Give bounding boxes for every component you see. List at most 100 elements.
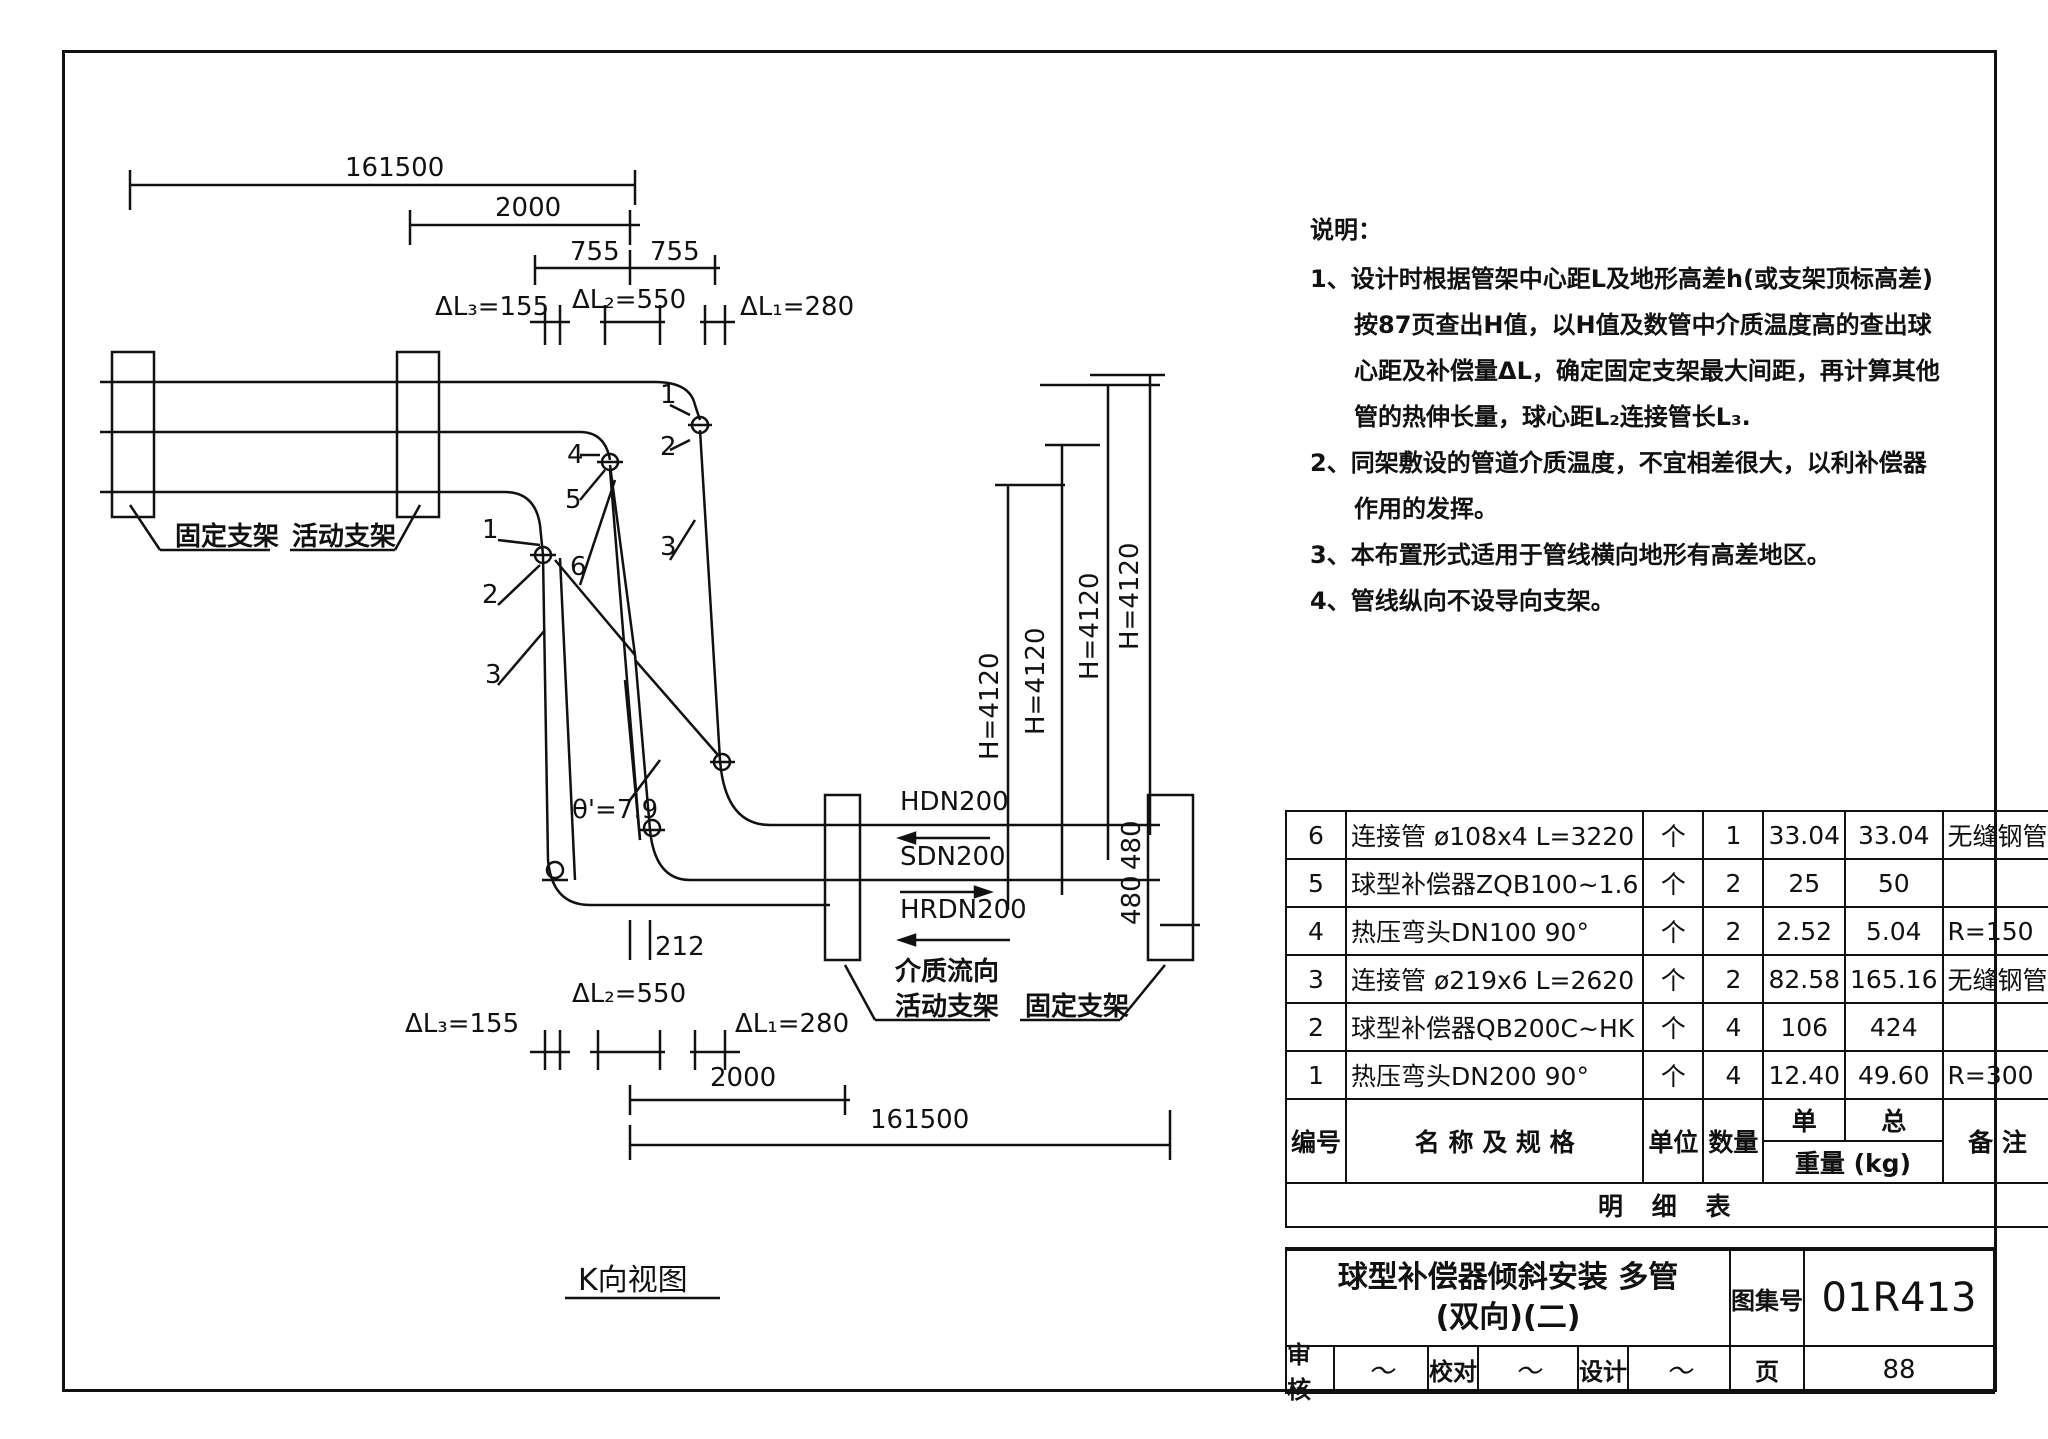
height-label-1: H=4120 (975, 652, 1005, 760)
bom-remark: R=150 (1941, 906, 2048, 956)
pipe-top-3 (100, 490, 545, 556)
bom-unit-weight: 12.40 (1762, 1050, 1847, 1100)
part-label-5: 5 (565, 485, 582, 515)
pipe-incline-c (698, 429, 1160, 827)
bom-caption: 明 细 表 (1285, 1182, 2048, 1228)
bom-qty: 2 (1702, 954, 1765, 1004)
bom-unit-weight: 2.52 (1762, 906, 1847, 956)
drawing-frame (62, 50, 1997, 1392)
bom-no: 2 (1284, 1002, 1348, 1052)
bom-name: 球型补偿器QB200C~HK (1345, 1002, 1645, 1052)
label-sliding-support-left: 活动支架 (292, 522, 396, 552)
part-label-6: 6 (570, 552, 587, 582)
dim-overall-bottom: 161500 (870, 1105, 969, 1135)
bom-unit: 个 (1642, 906, 1705, 956)
bom-name: 热压弯头DN100 90° (1345, 906, 1645, 956)
part-label-3b: 3 (660, 532, 677, 562)
bom-no: 3 (1284, 954, 1348, 1004)
title-block: 球型补偿器倾斜安装 多管 (双向)(二) 图集号 01R413 审核 ～ 校对 … (1285, 1247, 1995, 1404)
bom-no: 1 (1284, 1050, 1348, 1100)
header-weight: 重量 (kg) (1762, 1140, 1944, 1184)
bom-total-weight: 50 (1844, 858, 1944, 908)
bom-unit-weight: 33.04 (1762, 810, 1847, 860)
bom-row: 3 连接管 ø219x6 L=2620 个 2 82.58 165.16 无缝钢… (1284, 954, 2048, 1004)
height-label-4: H=4120 (1115, 542, 1145, 650)
part-label-1b: 1 (660, 380, 677, 410)
note-item-2: 2、同架敷设的管道介质温度，不宜相差很大，以利补偿器作用的发挥。 (1310, 449, 1927, 523)
bom-name: 球型补偿器ZQB100~1.6 (1345, 858, 1645, 908)
angle-label: θ'=7.9 (572, 795, 658, 825)
page-label: 页 (1729, 1345, 1805, 1394)
bom-qty: 1 (1702, 810, 1765, 860)
check-signature: ～ (1477, 1345, 1579, 1394)
design-notes: 说明： 1、设计时根据管架中心距L及地形高差h(或支架顶标高差)按87页查出H值… (1310, 208, 1950, 624)
sliding-support-left (395, 350, 441, 519)
bom-unit: 个 (1642, 858, 1705, 908)
bom-name: 连接管 ø219x6 L=2620 (1345, 954, 1645, 1004)
bom-row: 1 热压弯头DN200 90° 个 4 12.40 49.60 R=300 (1284, 1050, 2048, 1100)
bom-caption-row: 明 细 表 (1285, 1182, 2048, 1228)
header-total-weight: 总 (1844, 1098, 1944, 1142)
label-fixed-support-left: 固定支架 (175, 521, 279, 552)
dim-755-right: 755 (650, 237, 700, 267)
note-item-4: 4、管线纵向不设导向支架。 (1310, 587, 1615, 615)
height-label-3: H=4120 (1075, 572, 1105, 680)
header-unit-weight: 单 (1762, 1098, 1847, 1142)
fixed-support-right (1146, 793, 1195, 962)
label-sliding-support-right: 活动支架 (895, 992, 999, 1022)
bom-qty: 4 (1702, 1002, 1765, 1052)
pipe-label-hrdn200: HRDN200 (900, 895, 1027, 925)
header-no: 编号 (1284, 1098, 1348, 1184)
title-line-2: (双向)(二) (1435, 1300, 1581, 1335)
height-label-2: H=4120 (1021, 627, 1051, 735)
bom-total-weight: 5.04 (1844, 906, 1944, 956)
dim-dl2-bottom: ΔL₂=550 (572, 979, 686, 1009)
label-flow-direction: 介质流向 (894, 956, 999, 987)
part-label-2b: 2 (660, 432, 677, 462)
title-line-1: 球型补偿器倾斜安装 多管 (1337, 1260, 1679, 1295)
bom-no: 5 (1284, 858, 1348, 908)
header-remark: 备 注 (1941, 1098, 2048, 1184)
spacing-label-1: 480 (1117, 820, 1147, 870)
bom-unit-weight: 106 (1762, 1002, 1847, 1052)
dim-offset-212: 212 (655, 932, 705, 962)
bom-qty: 4 (1702, 1050, 1765, 1100)
bom-name: 连接管 ø108x4 L=3220 (1345, 810, 1645, 860)
pipe-label-hdn200: HDN200 (900, 787, 1009, 817)
part-label-2: 2 (482, 580, 499, 610)
bom-unit: 个 (1642, 954, 1705, 1004)
bom-no: 4 (1284, 906, 1348, 956)
bom-remark: 无缝钢管 (1941, 954, 2048, 1004)
pipe-incline-a (541, 554, 830, 907)
dim-755-left: 755 (570, 237, 620, 267)
bom-unit: 个 (1642, 810, 1705, 860)
bom-remark (1941, 1002, 2048, 1052)
spacing-label-2: 480 (1117, 875, 1147, 925)
design-label: 设计 (1577, 1345, 1629, 1394)
dim-dl3-top: ΔL₃=155 (435, 292, 549, 322)
dim-span-bottom: 2000 (710, 1063, 776, 1093)
note-item-1: 1、设计时根据管架中心距L及地形高差h(或支架顶标高差)按87页查出H值，以H值… (1310, 265, 1940, 431)
review-signature: ～ (1333, 1345, 1429, 1394)
sliding-support-right (823, 793, 862, 962)
notes-title: 说明： (1310, 216, 1382, 244)
bom-total-weight: 49.60 (1844, 1050, 1944, 1100)
bom-header-row-2: 重量 (kg) (1286, 1140, 2048, 1184)
bom-qty: 2 (1702, 858, 1765, 908)
header-qty: 数量 (1702, 1098, 1765, 1184)
pipe-top-2 (100, 430, 612, 461)
header-name: 名 称 及 规 格 (1345, 1098, 1645, 1184)
review-label: 审核 (1285, 1341, 1335, 1404)
dim-dl1-top: ΔL₁=280 (740, 292, 854, 322)
bom-name: 热压弯头DN200 90° (1345, 1050, 1645, 1100)
design-signature: ～ (1627, 1345, 1731, 1394)
check-label: 校对 (1427, 1345, 1479, 1394)
part-label-3: 3 (485, 660, 502, 690)
bom-remark: 无缝钢管 (1941, 810, 2048, 860)
dim-dl3-bottom: ΔL₃=155 (405, 1009, 519, 1039)
bom-unit: 个 (1642, 1050, 1705, 1100)
part-label-4: 4 (567, 440, 584, 470)
header-unit: 单位 (1642, 1098, 1705, 1184)
page-number: 88 (1803, 1345, 1995, 1394)
